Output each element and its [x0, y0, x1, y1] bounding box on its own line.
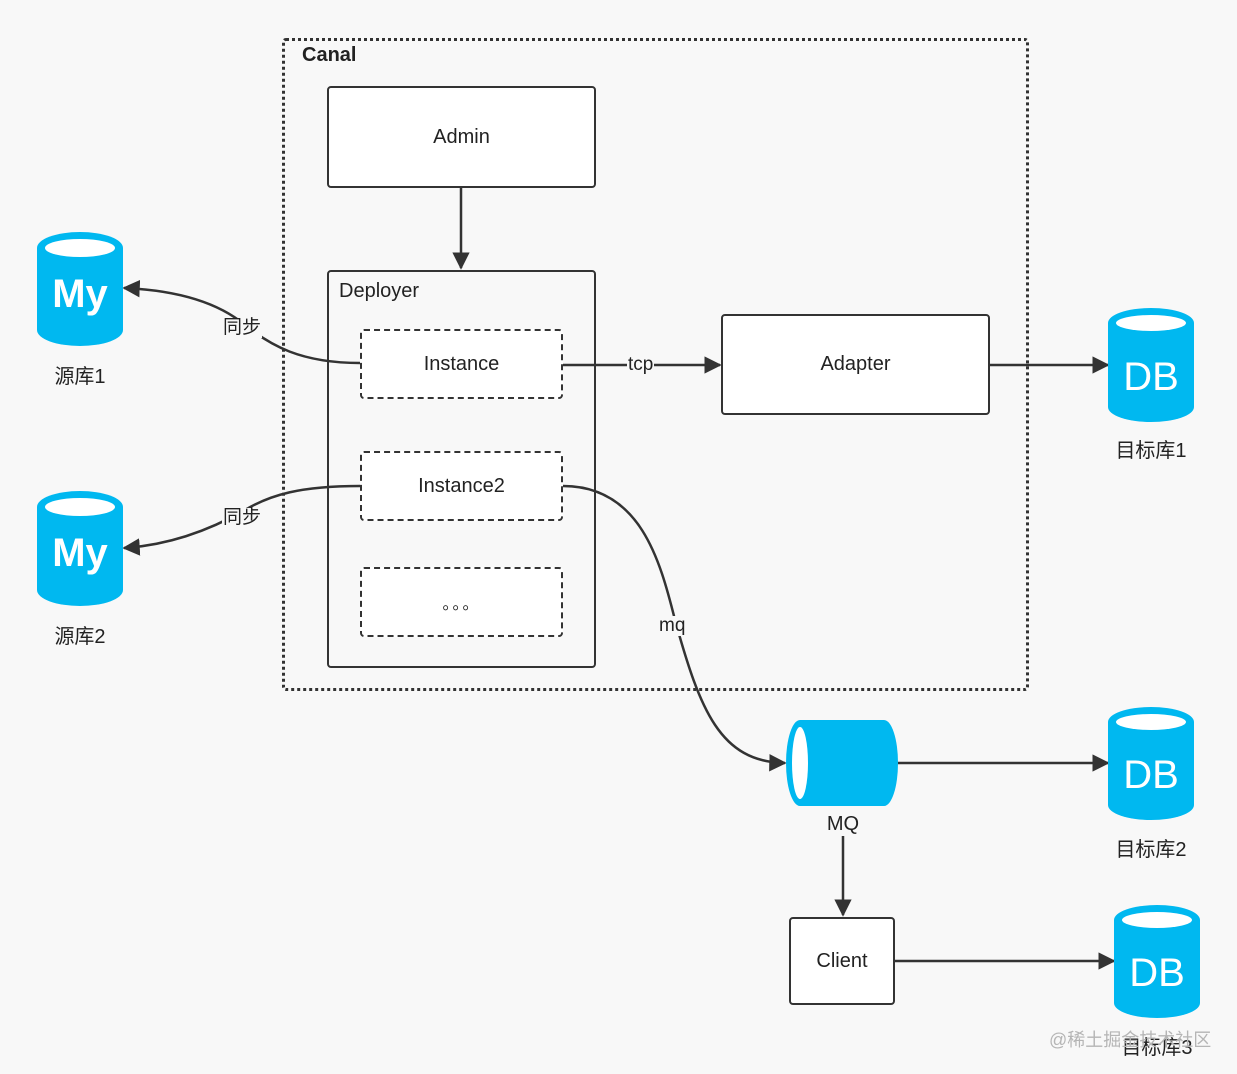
edge-label-sync2: 同步: [222, 507, 263, 528]
db-icon-label: DB: [1129, 951, 1185, 995]
target1-label: 目标库1: [1115, 440, 1187, 462]
canal-group: [282, 38, 1029, 691]
watermark: @稀土掘金技术社区: [1049, 1030, 1212, 1050]
message-queue-icon: [786, 720, 898, 806]
db-icon-label: DB: [1123, 355, 1179, 399]
more-instances-label: 。。。: [442, 596, 481, 613]
db-icon-label: DB: [1123, 753, 1179, 797]
instance2-node[interactable]: Instance2: [360, 451, 563, 521]
edge-label-tcp: tcp: [627, 354, 655, 375]
target3-label: 目标库3: [1121, 1037, 1193, 1059]
adapter-node[interactable]: Adapter: [721, 314, 990, 415]
instance-node[interactable]: Instance: [360, 329, 563, 399]
instance-label: Instance: [423, 352, 500, 375]
deployer-node[interactable]: [327, 270, 596, 668]
client-node[interactable]: Client: [789, 917, 895, 1005]
mysql-database-icon: My: [37, 491, 123, 606]
database-icon: DB: [1114, 905, 1200, 1018]
database-icon: DB: [1108, 707, 1194, 820]
instance2-label: Instance2: [418, 474, 505, 497]
deployer-label: Deployer: [339, 280, 420, 302]
edge-label-sync1: 同步: [222, 317, 263, 338]
source1-label: 源库1: [54, 366, 106, 388]
canal-title: Canal: [302, 44, 357, 66]
mysql-icon-label: My: [52, 272, 108, 316]
admin-label: Admin: [433, 125, 490, 148]
adapter-label: Adapter: [820, 353, 891, 375]
edge-label-mq: mq: [658, 615, 687, 636]
source2-label: 源库2: [54, 626, 106, 648]
client-label: Client: [816, 949, 868, 972]
mysql-database-icon: My: [37, 232, 123, 346]
database-icon: DB: [1108, 308, 1194, 422]
mysql-icon-label: My: [52, 531, 108, 575]
more-instances-node[interactable]: 。。。: [360, 567, 563, 637]
target2-label: 目标库2: [1115, 839, 1187, 861]
admin-node[interactable]: Admin: [327, 86, 596, 188]
mq-label: MQ: [826, 813, 860, 835]
